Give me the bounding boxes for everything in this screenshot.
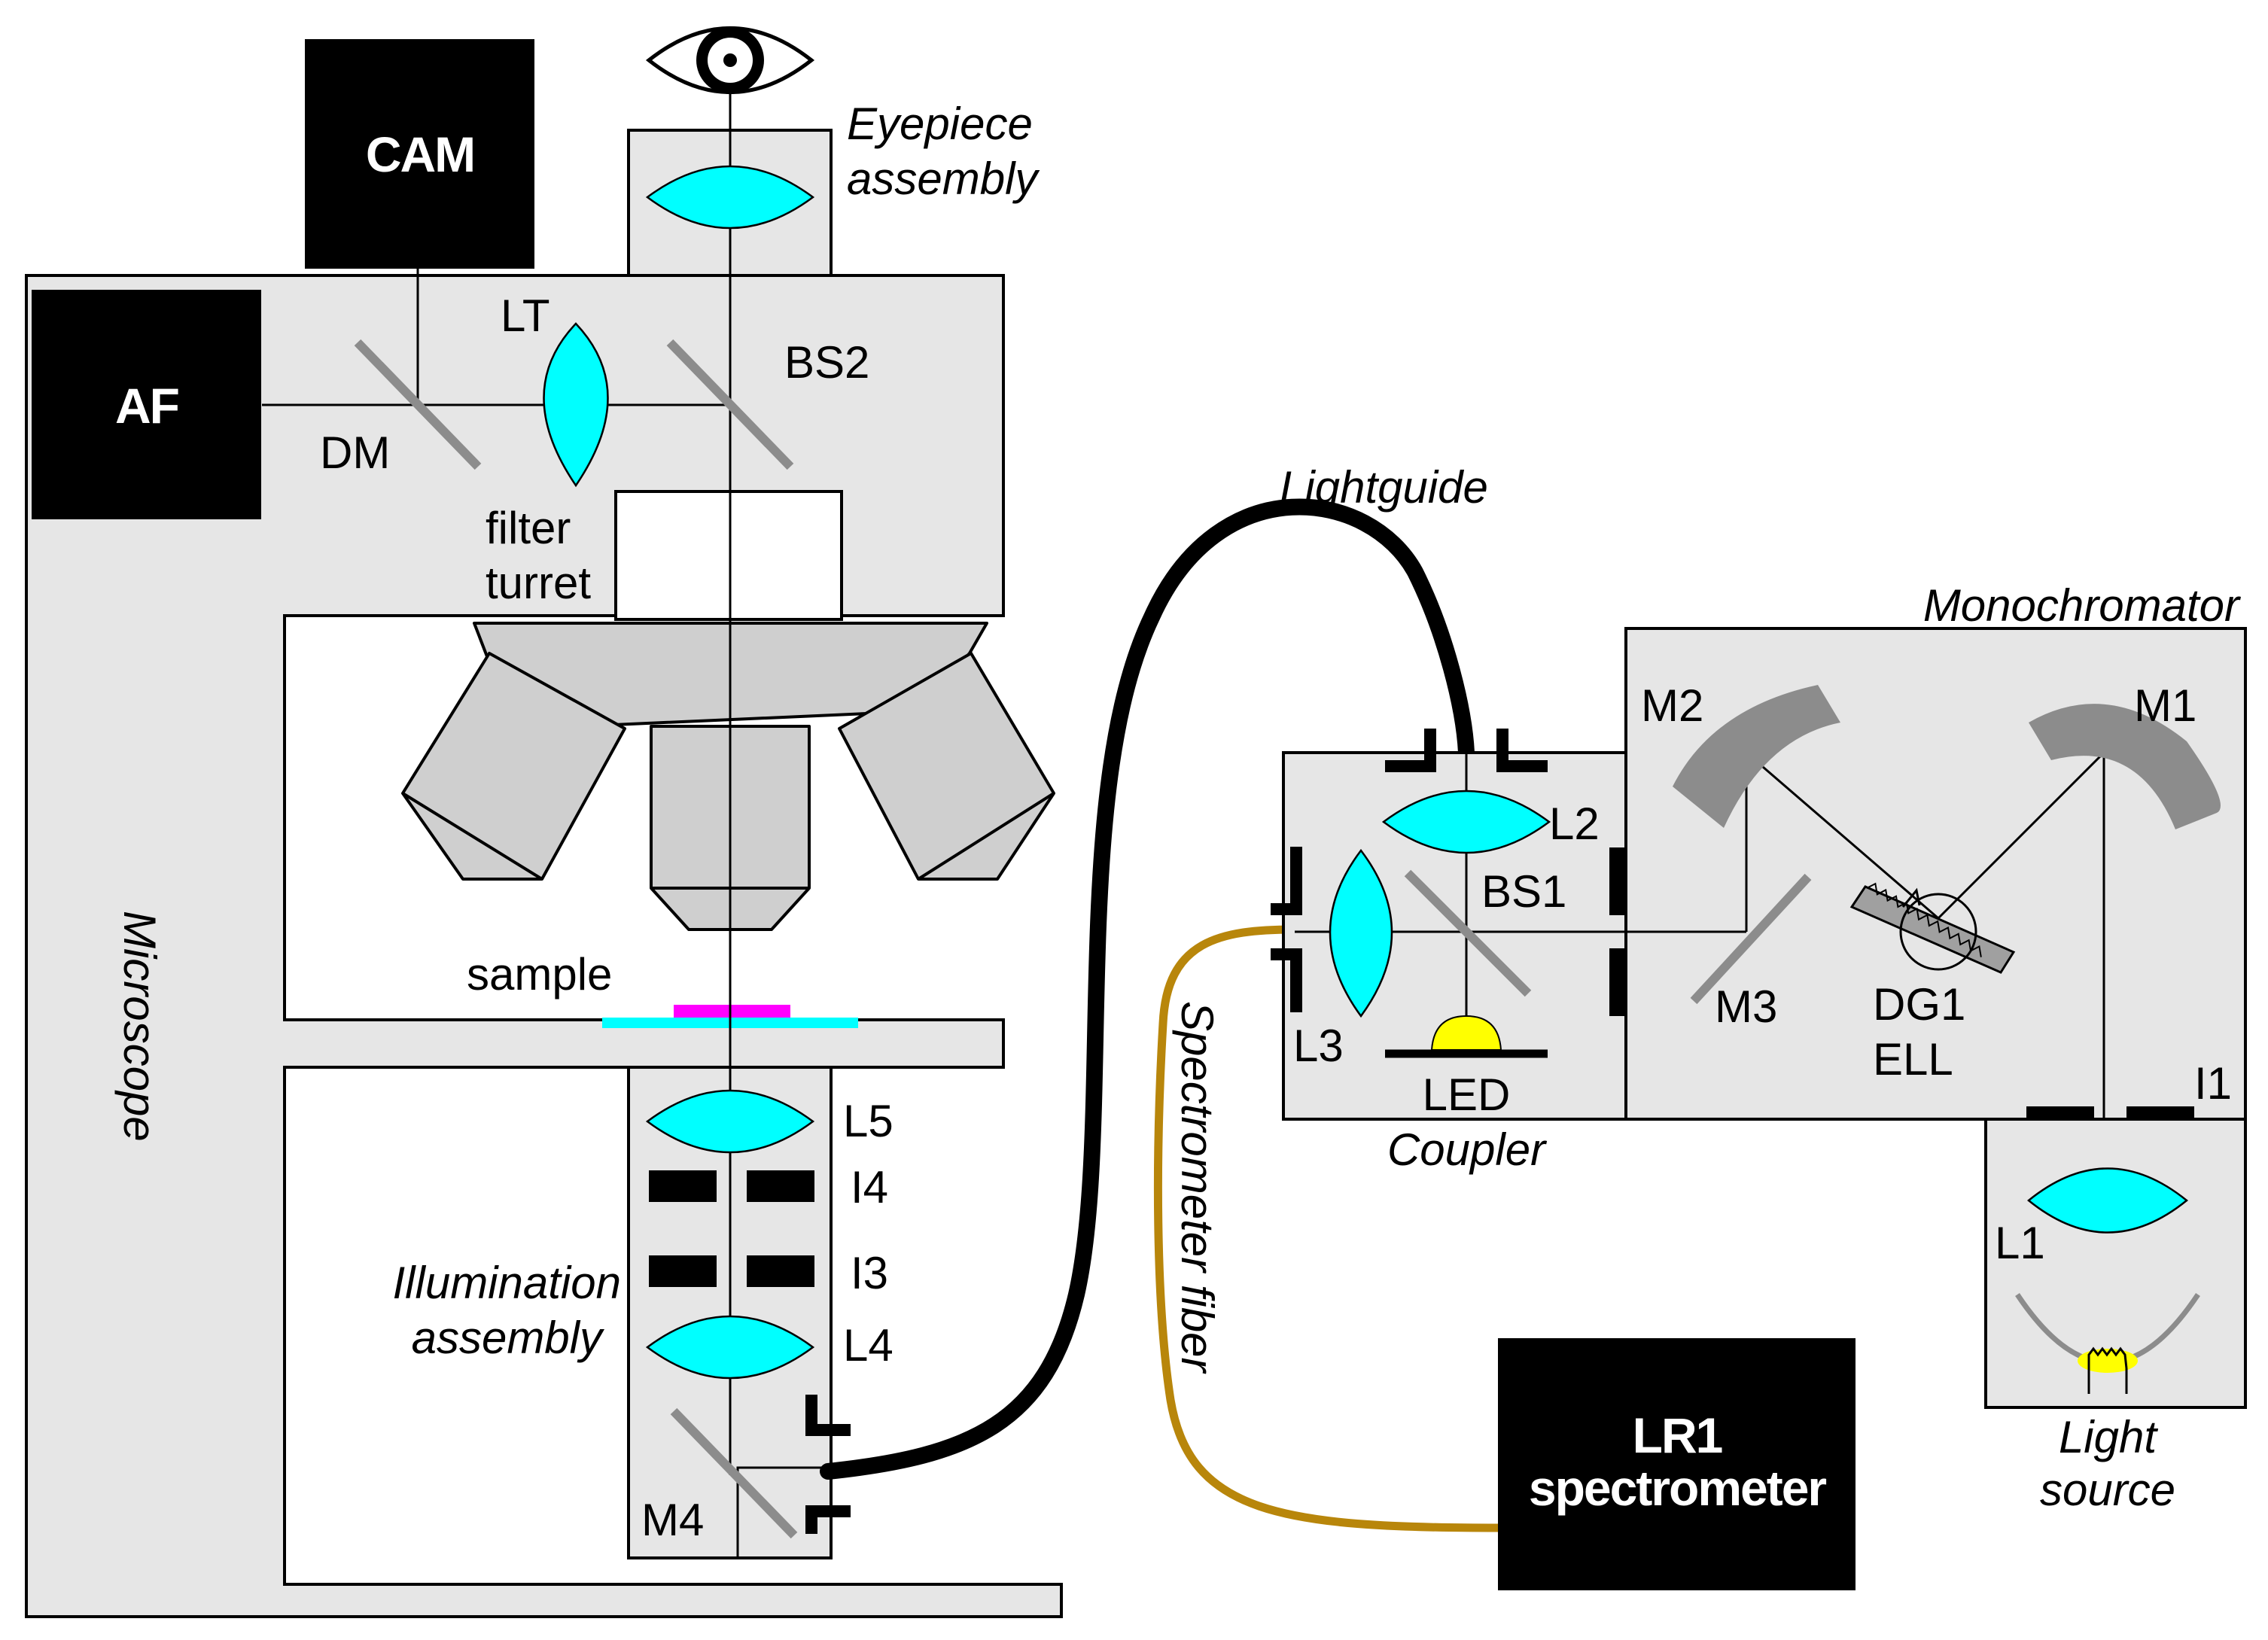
- eyepiece-label-2: assembly: [847, 154, 1040, 204]
- microscope-rays: [262, 60, 732, 1475]
- bs1-label: BS1: [1481, 866, 1566, 917]
- illumination-label-1: Illumination: [393, 1258, 622, 1308]
- i1-label: I1: [2194, 1058, 2232, 1109]
- lamp: [2078, 1346, 2138, 1394]
- sample-label: sample: [467, 949, 612, 1000]
- beamsplitter-bs1: [1404, 869, 1532, 997]
- lr1-spectrometer-block: LR1 spectrometer: [1498, 1338, 1855, 1590]
- iris-i3: [649, 1255, 814, 1287]
- lens-l2: [1381, 790, 1551, 854]
- mirror-m2: [1673, 685, 1840, 828]
- illumination-label-2: assembly: [412, 1313, 605, 1363]
- lt-label: LT: [501, 291, 550, 341]
- i3-label: I3: [851, 1248, 888, 1298]
- objective-right: [838, 652, 1055, 881]
- cam-block: CAM: [305, 39, 534, 269]
- m3-label: M3: [1715, 981, 1777, 1032]
- lightguide: [820, 498, 1475, 1480]
- m1-label: M1: [2134, 680, 2196, 731]
- sample-specimen: [674, 1005, 790, 1018]
- eye-icon: [645, 26, 815, 94]
- monochromator-label: Monochromator: [1923, 580, 2241, 631]
- mirror-m3: [1690, 873, 1812, 1005]
- l4-label: L4: [843, 1320, 894, 1371]
- af-label: AF: [115, 378, 178, 434]
- eyepiece-lens: [645, 165, 815, 230]
- filter-turret-box: [614, 490, 843, 621]
- dg1-label: DG1: [1873, 979, 1965, 1030]
- lr1-label-2: spectrometer: [1529, 1460, 1826, 1516]
- lens-lt: [543, 322, 609, 488]
- eyepiece-label-1: Eyepiece: [847, 99, 1033, 149]
- l2-label: L2: [1549, 799, 1600, 849]
- coupler-port-top: [1385, 729, 1548, 772]
- l3-label: L3: [1293, 1021, 1344, 1071]
- m2-label: M2: [1641, 680, 1703, 731]
- led-label: LED: [1423, 1069, 1511, 1120]
- ell-label: ELL: [1873, 1034, 1953, 1085]
- microscope-label: Microscope: [114, 911, 165, 1142]
- objective-left: [401, 652, 626, 881]
- i4-label: I4: [851, 1162, 888, 1213]
- mirror-m1: [2029, 704, 2221, 829]
- l1-label: L1: [1995, 1218, 2045, 1268]
- m4-label: M4: [641, 1495, 704, 1545]
- mirror-dm: [354, 339, 482, 470]
- spectrometer-fiber-label: Spectrometer fiber: [1172, 1001, 1222, 1374]
- spectrometer-fiber: [1153, 925, 1499, 1532]
- monochromator-housing: [1624, 627, 2247, 1121]
- filter-label-2: turret: [486, 558, 591, 608]
- led: [1385, 1015, 1548, 1058]
- dm-label: DM: [320, 427, 390, 478]
- lens-l3: [1329, 848, 1393, 1018]
- mirror-m4: [670, 1407, 798, 1539]
- lightguide-label: Lightguide: [1280, 462, 1488, 513]
- objective-turret: [401, 622, 1055, 931]
- af-block: AF: [32, 290, 261, 519]
- lr1-label-1: LR1: [1633, 1407, 1722, 1463]
- cam-label: CAM: [366, 126, 474, 182]
- bs2-label: BS2: [784, 337, 869, 388]
- l5-label: L5: [843, 1096, 894, 1146]
- light-source-label-2: source: [2040, 1465, 2175, 1515]
- beamsplitter-bs2: [666, 339, 794, 470]
- lens-l4: [645, 1315, 815, 1380]
- illumination-port: [805, 1395, 851, 1534]
- light-source-label-1: Light: [2059, 1412, 2158, 1462]
- diffraction-grating-dg1: [1849, 882, 2016, 974]
- filter-label-1: filter: [486, 503, 571, 553]
- iris-i4: [649, 1170, 814, 1202]
- lens-l5: [645, 1089, 815, 1154]
- coupler-label: Coupler: [1387, 1124, 1547, 1175]
- coupler-port-left: [1271, 847, 1302, 1012]
- lens-l1: [2027, 1167, 2188, 1234]
